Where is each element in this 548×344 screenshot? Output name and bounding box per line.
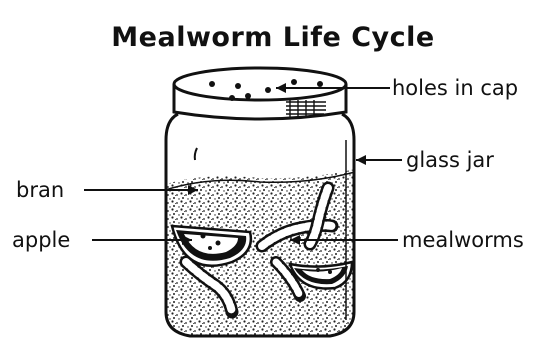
label-glass-jar: glass jar — [406, 148, 494, 172]
jar-cap — [174, 68, 346, 119]
jar-highlight — [195, 148, 197, 160]
label-holes-in-cap: holes in cap — [392, 76, 518, 100]
label-mealworms: mealworms — [402, 228, 524, 252]
diagram-title: Mealworm Life Cycle — [111, 22, 434, 53]
label-bran: bran — [16, 178, 64, 202]
callout-jar — [356, 155, 402, 165]
label-apple: apple — [12, 228, 70, 252]
